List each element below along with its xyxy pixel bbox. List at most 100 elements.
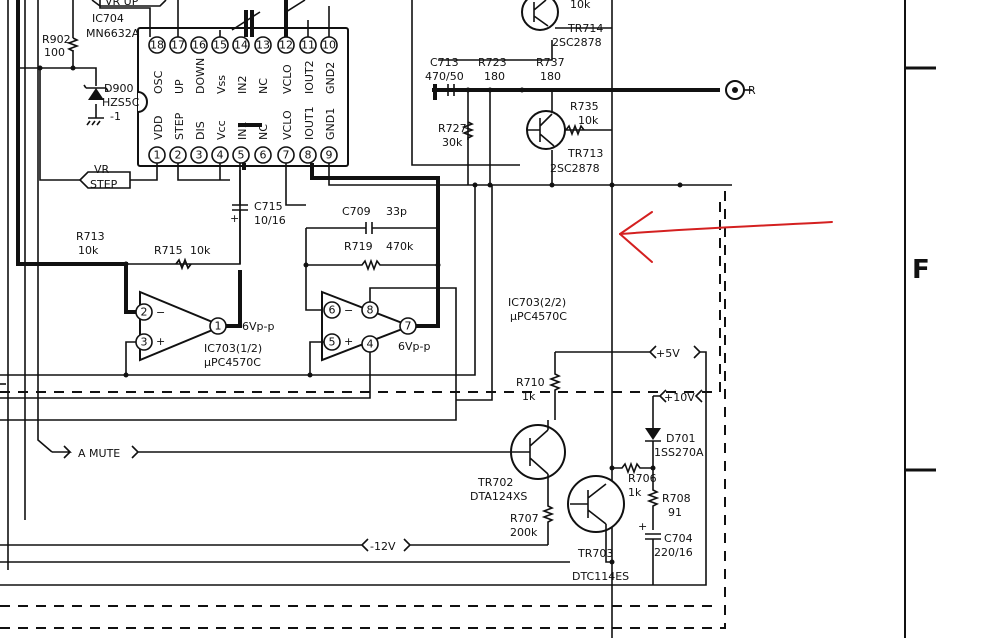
d900-suffix: -1 xyxy=(110,110,121,123)
ic704-pin-16: 16 xyxy=(190,36,208,54)
opamp-b-pin-5: 5 xyxy=(323,333,341,351)
c709-value: 33p xyxy=(386,205,407,218)
r737-ref: R737 xyxy=(536,56,565,69)
r706-ref: R706 xyxy=(628,472,657,485)
ic704-pin-6: 6 xyxy=(254,146,272,164)
ic704-bottom-labels: VDD STEP DIS Vcc IN1 NC VCLO IOUT1 GND1 xyxy=(152,106,337,140)
svg-text:8: 8 xyxy=(305,149,312,162)
port-minus12v-label: -12V xyxy=(370,540,396,553)
ic704-pin8-name: IOUT1 xyxy=(303,106,316,140)
svg-text:6: 6 xyxy=(329,304,336,317)
r723-ref: R723 xyxy=(478,56,507,69)
d701-symbol xyxy=(645,428,661,440)
svg-text:13: 13 xyxy=(256,39,270,52)
svg-text:7: 7 xyxy=(283,149,290,162)
c715-plus: + xyxy=(230,212,239,225)
ic704-pin-13: 13 xyxy=(254,36,272,54)
opamp-ic703a: − + 2 3 1 6Vp-p IC703(1/2) µPC4570C xyxy=(125,270,274,375)
ic704-notch xyxy=(137,91,148,113)
r708-ref: R708 xyxy=(662,492,691,505)
opamp-a-pin-2: 2 xyxy=(135,303,153,321)
ic703b-ref: IC703(2/2) xyxy=(508,296,566,309)
output-terminal-r: R xyxy=(725,80,756,100)
ic704-pin1-name: VDD xyxy=(152,116,165,140)
svg-text:−: − xyxy=(156,306,165,319)
c713-ref: C713 xyxy=(430,56,459,69)
r723-value: 180 xyxy=(484,70,505,83)
svg-text:15: 15 xyxy=(213,39,227,52)
ic704-pin-3: 3 xyxy=(190,146,208,164)
ic704-pin10-name: GND2 xyxy=(324,62,337,94)
c709: C709 33p xyxy=(306,205,440,234)
ic704-pin18-name: OSC xyxy=(152,70,165,94)
ic704-pin17-name: UP xyxy=(173,79,186,94)
r735-value: 10k xyxy=(578,114,599,127)
port-a-mute-label: A MUTE xyxy=(78,447,120,460)
ic704-pin-11: 11 xyxy=(299,36,317,54)
c713: C713 470/50 xyxy=(425,56,464,96)
r707-value: 200k xyxy=(510,526,538,539)
svg-text:10: 10 xyxy=(322,39,336,52)
c709-ref: C709 xyxy=(342,205,371,218)
svg-text:+: + xyxy=(344,335,353,348)
r727: R727 30k xyxy=(438,121,475,150)
opamp-ic703a-body xyxy=(139,290,225,362)
annotation-arrow-shaft xyxy=(619,221,833,235)
ic704-pin-8: 8 xyxy=(299,146,317,164)
port-vr-step-label-1: VR xyxy=(94,163,110,176)
svg-text:5: 5 xyxy=(238,149,245,162)
tr714-ref: TR714 xyxy=(567,22,603,35)
svg-text:18: 18 xyxy=(150,39,164,52)
opamp-b-pin-7: 7 xyxy=(399,317,417,335)
d900: D900 HZS5C -1 xyxy=(83,82,140,126)
r706: R706 1k xyxy=(612,461,657,499)
port-plus5v: +5V xyxy=(0,345,707,586)
svg-text:1: 1 xyxy=(154,149,161,162)
c715-ref: C715 xyxy=(254,200,283,213)
r-top-value: 10k xyxy=(570,0,591,11)
opamp-a-pin-1: 1 xyxy=(209,317,227,335)
d900-symbol xyxy=(88,88,104,100)
r719-value: 470k xyxy=(386,240,414,253)
c715: + C715 10/16 xyxy=(230,170,286,264)
ic703b-vpp: 6Vp-p xyxy=(398,340,430,353)
r710-value: 1k xyxy=(522,390,536,403)
ic704-pin-4: 4 xyxy=(211,146,229,164)
c715-value: 10/16 xyxy=(254,214,286,227)
ic704-pin-18: 18 xyxy=(148,36,166,54)
d701-value: 1SS270A xyxy=(654,446,704,459)
port-vr-step: VR STEP xyxy=(78,163,131,191)
r708: R708 91 xyxy=(646,468,691,530)
svg-text:16: 16 xyxy=(192,39,206,52)
grid-zone-label: F xyxy=(912,255,930,285)
r902: R902 100 xyxy=(42,33,80,59)
svg-text:3: 3 xyxy=(141,336,148,349)
r713-value: 10k xyxy=(78,244,99,257)
annotation-arrow-head-lower xyxy=(619,233,653,263)
opamp-ic703b: − + 6 5 8 7 4 6Vp-p IC703(2/2) µPC4570C xyxy=(0,178,567,421)
tr714-part: 2SC2878 xyxy=(552,36,602,49)
svg-text:6: 6 xyxy=(260,149,267,162)
svg-text:12: 12 xyxy=(279,39,293,52)
tr713: R735 10k TR713 2SC2878 xyxy=(526,100,603,175)
tr714: 10k TR714 2SC2878 xyxy=(521,0,603,49)
ic704-pin-10: 10 xyxy=(320,36,338,54)
r713-ref: R713 xyxy=(76,230,105,243)
wires-left xyxy=(7,0,306,570)
page-grid-frame: F xyxy=(904,0,936,638)
r735-ref: R735 xyxy=(570,100,599,113)
port-minus12v: -12V xyxy=(0,538,548,553)
svg-text:2: 2 xyxy=(175,149,182,162)
ic704-pin-2: 2 xyxy=(169,146,187,164)
port-plus10v-label: +10V xyxy=(664,391,695,404)
ic704-pin-9: 9 xyxy=(320,146,338,164)
opamp-a-pin-3: 3 xyxy=(135,333,153,351)
svg-text:+: + xyxy=(156,335,165,348)
ic703a-part: µPC4570C xyxy=(204,356,261,369)
r707: R707 200k xyxy=(510,490,555,545)
svg-text:11: 11 xyxy=(301,39,315,52)
r715: R715 10k xyxy=(154,244,211,271)
tr703-part: DTC114ES xyxy=(572,570,629,583)
wire-fb-left xyxy=(305,228,322,311)
